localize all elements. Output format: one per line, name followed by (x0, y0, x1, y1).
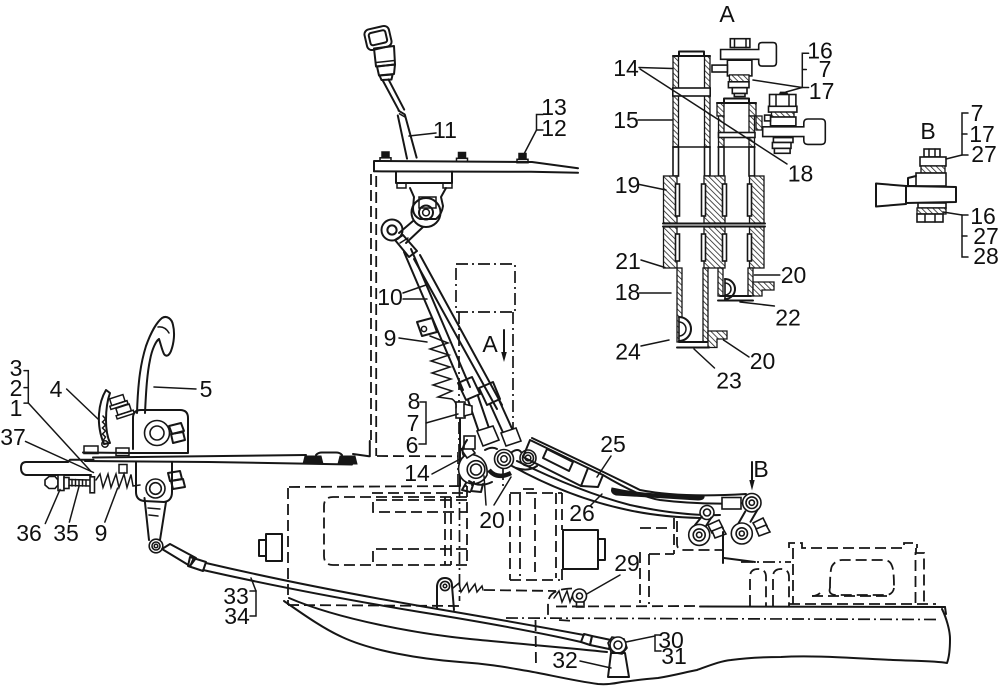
svg-text:12: 12 (541, 115, 567, 141)
svg-text:21: 21 (615, 248, 641, 274)
svg-text:7: 7 (819, 56, 832, 82)
svg-text:7: 7 (407, 410, 420, 436)
svg-text:1: 1 (10, 395, 23, 421)
svg-text:16: 16 (970, 203, 996, 229)
svg-text:23: 23 (716, 368, 742, 394)
svg-text:4: 4 (50, 376, 63, 402)
svg-text:31: 31 (661, 643, 687, 669)
svg-text:3: 3 (10, 355, 23, 381)
svg-text:26: 26 (569, 500, 595, 526)
svg-text:30: 30 (658, 627, 684, 653)
svg-text:18: 18 (788, 161, 814, 187)
svg-text:13: 13 (541, 94, 567, 120)
svg-text:2: 2 (10, 375, 23, 401)
svg-text:19: 19 (615, 172, 641, 198)
svg-text:32: 32 (552, 647, 578, 673)
svg-text:A: A (719, 1, 735, 27)
svg-text:22: 22 (775, 305, 801, 331)
svg-text:28: 28 (973, 243, 999, 269)
svg-text:34: 34 (224, 603, 250, 629)
svg-text:17: 17 (809, 78, 835, 104)
svg-text:35: 35 (53, 520, 79, 546)
svg-text:33: 33 (223, 583, 249, 609)
svg-text:20: 20 (479, 507, 505, 533)
svg-text:24: 24 (615, 339, 641, 365)
svg-text:A: A (482, 331, 498, 357)
svg-text:B: B (920, 118, 935, 144)
svg-text:8: 8 (408, 388, 421, 414)
svg-text:29: 29 (614, 550, 640, 576)
svg-text:37: 37 (0, 424, 26, 450)
svg-text:17: 17 (969, 121, 995, 147)
svg-text:27: 27 (971, 141, 997, 167)
svg-text:25: 25 (600, 431, 626, 457)
svg-text:16: 16 (807, 37, 833, 63)
svg-text:B: B (753, 456, 768, 482)
svg-text:14: 14 (404, 460, 430, 486)
svg-text:36: 36 (16, 520, 42, 546)
svg-text:15: 15 (613, 107, 639, 133)
svg-text:20: 20 (750, 348, 776, 374)
svg-text:9: 9 (384, 325, 397, 351)
svg-text:6: 6 (406, 432, 419, 458)
svg-text:11: 11 (433, 117, 457, 143)
svg-text:27: 27 (973, 223, 999, 249)
svg-text:5: 5 (200, 376, 213, 402)
svg-text:18: 18 (615, 279, 641, 305)
svg-text:14: 14 (613, 55, 639, 81)
svg-text:10: 10 (377, 284, 403, 310)
svg-text:20: 20 (781, 262, 807, 288)
svg-text:9: 9 (95, 520, 108, 546)
svg-text:7: 7 (971, 100, 984, 126)
